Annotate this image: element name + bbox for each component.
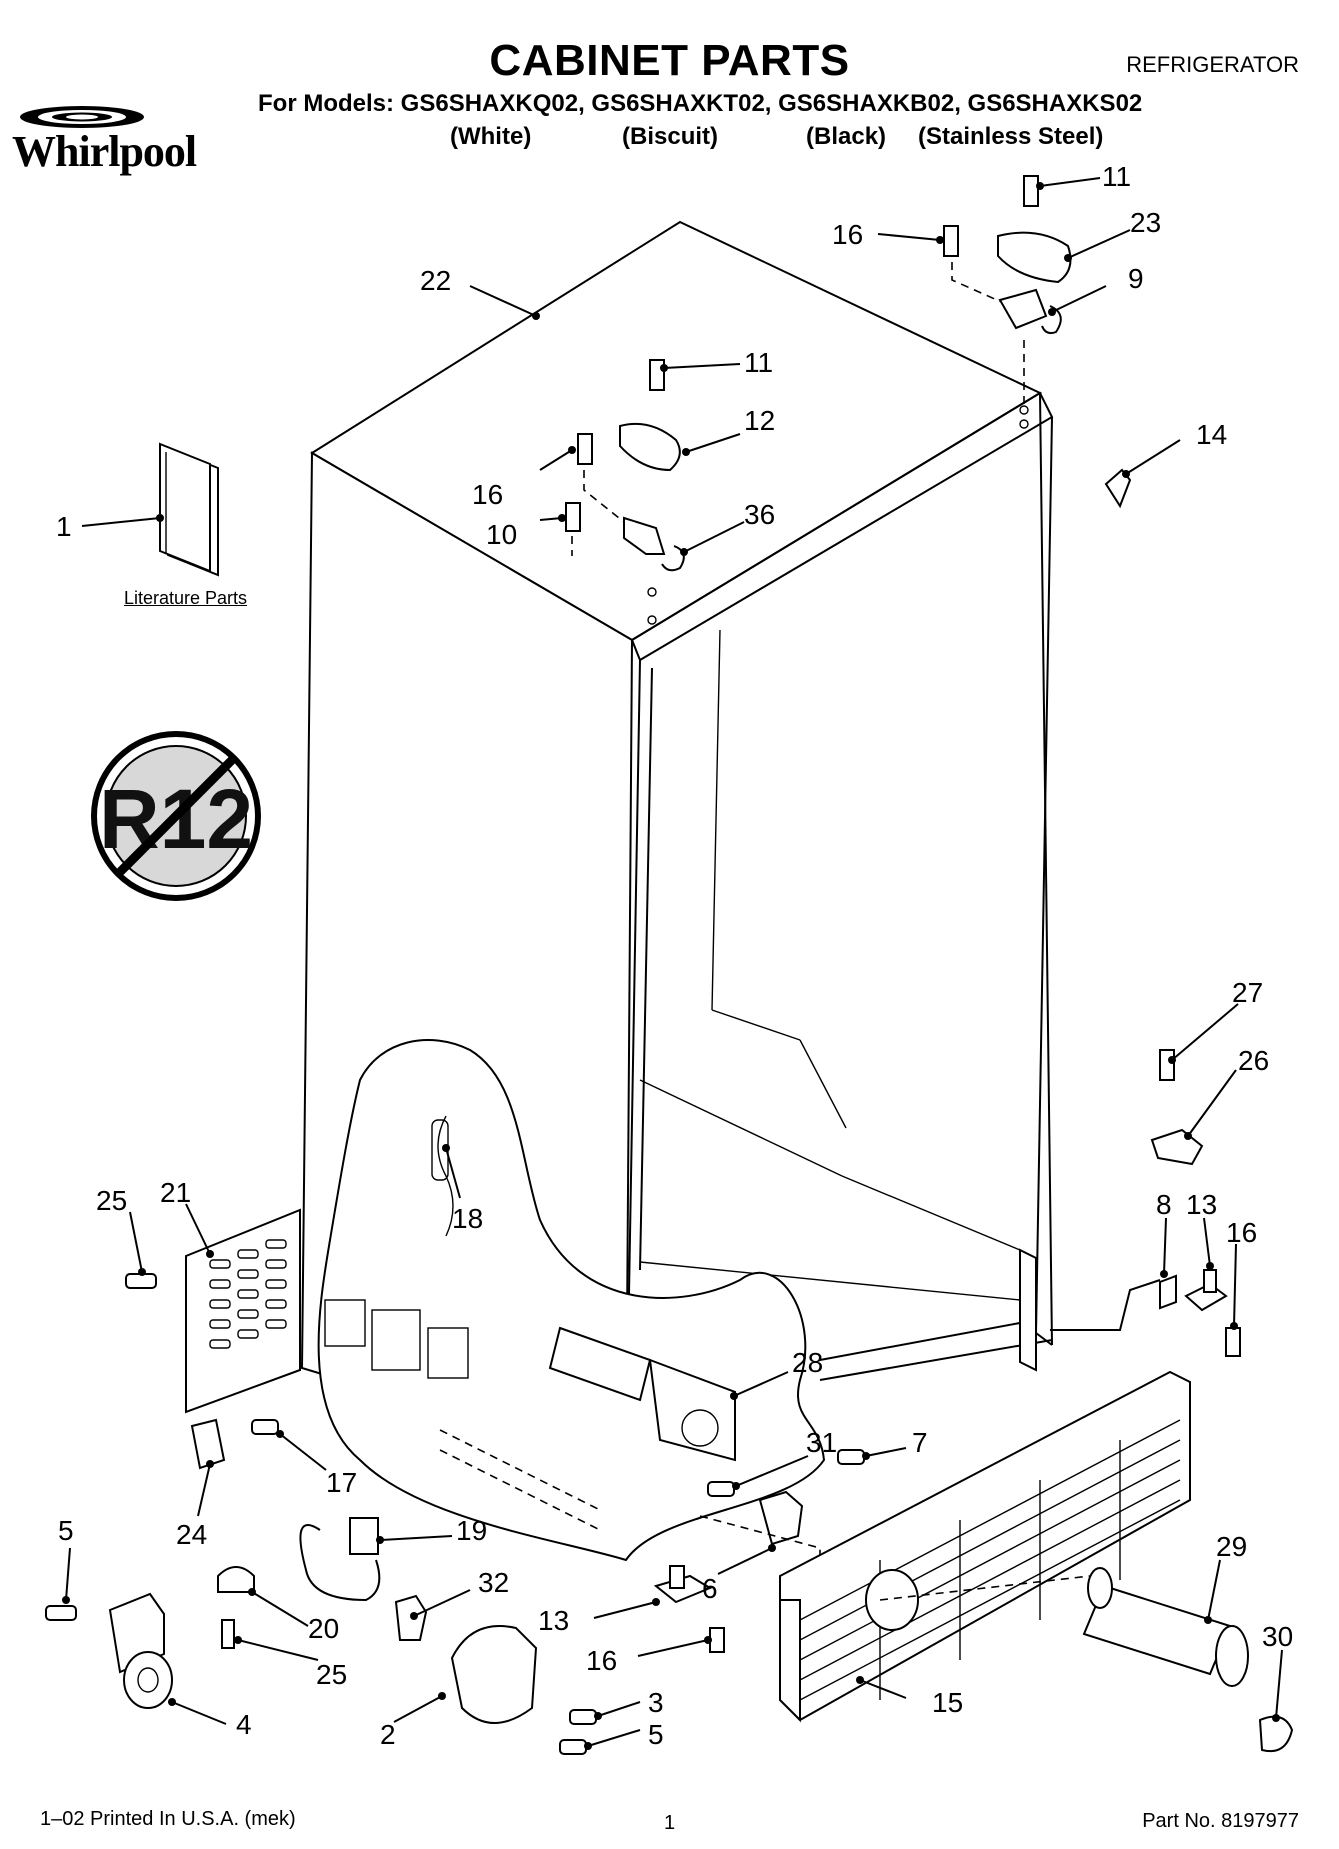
finish-stainless: (Stainless Steel): [918, 123, 1104, 150]
callout-30: 30: [1262, 1621, 1293, 1652]
callout-11: 11: [1102, 161, 1131, 192]
callout-16: 16: [586, 1645, 617, 1676]
literature-parts-label: Literature Parts: [124, 588, 248, 608]
callout-11: 11: [744, 347, 773, 378]
callout-labels: 1 22 11 12 16 10 36 11 16 23 9 14 27 26 …: [56, 161, 1293, 1750]
callout-16: 16: [472, 479, 503, 510]
callout-23: 23: [1130, 207, 1161, 238]
category-label: REFRIGERATOR: [1126, 52, 1299, 77]
callout-12: 12: [744, 405, 775, 436]
drain-pan-icon: [548, 1326, 736, 1462]
callout-13: 13: [1186, 1189, 1217, 1220]
left-lower-parts: [45, 1208, 381, 1709]
freezer-hinge-parts: [565, 359, 685, 625]
callout-10: 10: [486, 519, 517, 550]
callout-28: 28: [792, 1347, 823, 1378]
callout-2: 2: [380, 1719, 396, 1750]
callout-6: 6: [702, 1573, 718, 1604]
callout-16: 16: [1226, 1217, 1257, 1248]
callout-9: 9: [1128, 263, 1144, 294]
callout-3: 3: [648, 1687, 664, 1718]
callout-16: 16: [832, 219, 863, 250]
part-number: Part No. 8197977: [1142, 1810, 1299, 1832]
callout-5: 5: [58, 1515, 74, 1546]
callout-15: 15: [932, 1687, 963, 1718]
callout-24: 24: [176, 1519, 207, 1550]
literature-booklet-icon: [159, 442, 219, 577]
callout-26: 26: [1238, 1045, 1269, 1076]
callout-20: 20: [308, 1613, 339, 1644]
models-line: For Models: GS6SHAXKQ02, GS6SHAXKT02, GS…: [258, 90, 1143, 117]
callout-31: 31: [806, 1427, 837, 1458]
fresh-food-hinge-parts: [943, 175, 1132, 509]
callout-13: 13: [538, 1605, 569, 1636]
no-r12-icon: R12: [91, 731, 261, 901]
callout-25: 25: [316, 1659, 347, 1690]
center-lower-parts: [394, 1449, 865, 1755]
whirlpool-swirl-icon: [20, 106, 144, 128]
callout-1: 1: [56, 511, 72, 542]
callout-21: 21: [160, 1177, 191, 1208]
callout-27: 27: [1232, 977, 1263, 1008]
callout-29: 29: [1216, 1531, 1247, 1562]
finish-biscuit: (Biscuit): [622, 123, 718, 150]
leader-arrowheads: [62, 182, 1280, 1750]
finish-white: (White): [450, 123, 532, 150]
machine-compartment-cutaway: [317, 1039, 826, 1562]
page-number: 1: [664, 1812, 676, 1834]
page-title: CABINET PARTS: [489, 36, 850, 85]
callout-14: 14: [1196, 419, 1227, 450]
callout-17: 17: [326, 1467, 357, 1498]
base-grille: [779, 1370, 1191, 1723]
callout-32: 32: [478, 1567, 509, 1598]
callout-4: 4: [236, 1709, 252, 1740]
brand-logo: Whirlpool: [12, 127, 197, 176]
callout-36: 36: [744, 499, 775, 530]
callout-18: 18: [452, 1203, 483, 1234]
callout-7: 7: [912, 1427, 928, 1458]
right-lower-brackets: [1050, 1049, 1241, 1357]
leader-lines: [65, 177, 1283, 1747]
water-filter: [1082, 1567, 1294, 1752]
callout-19: 19: [456, 1515, 487, 1546]
callout-5: 5: [648, 1719, 664, 1750]
print-info: 1–02 Printed In U.S.A. (mek): [40, 1808, 296, 1830]
finish-black: (Black): [806, 123, 887, 150]
callout-8: 8: [1156, 1189, 1172, 1220]
callout-25: 25: [96, 1185, 127, 1216]
callout-22: 22: [420, 265, 451, 296]
